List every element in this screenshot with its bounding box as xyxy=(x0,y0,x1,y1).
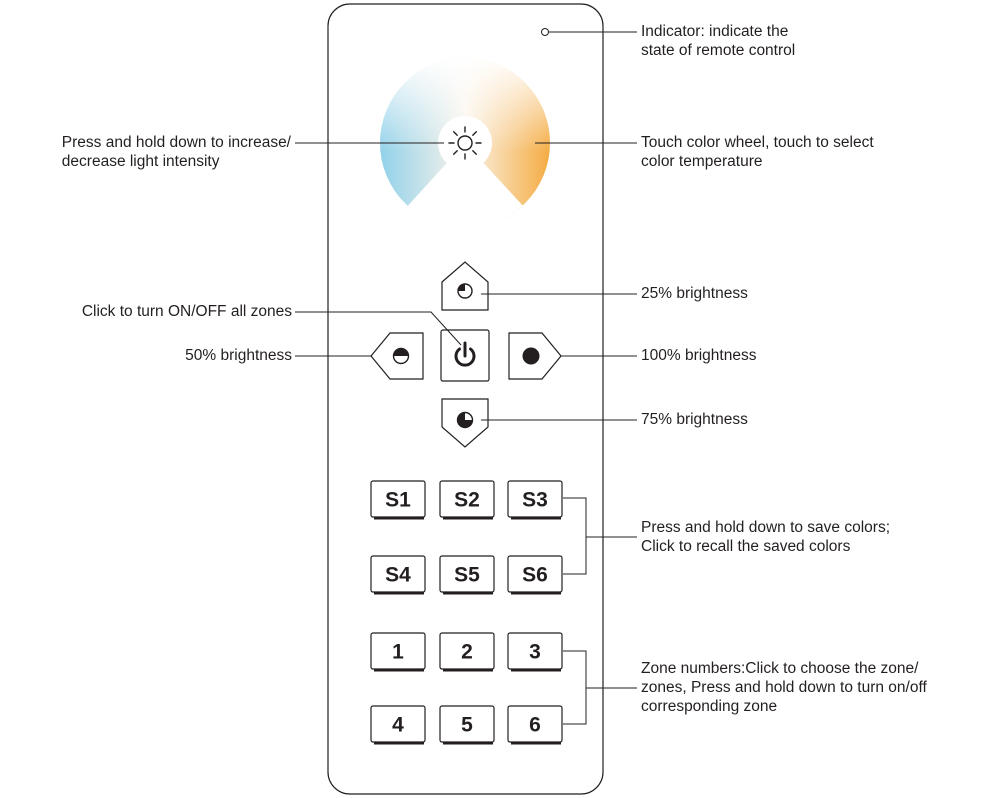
save-colors-annotation: Press and hold down to save colors; Clic… xyxy=(641,519,890,555)
power-icon xyxy=(454,341,476,367)
quarter-circle-icon xyxy=(457,283,473,299)
scene-key-label: S4 xyxy=(385,564,411,587)
scene-key-label: S3 xyxy=(522,489,548,512)
brightness-75-annotation: 75% brightness xyxy=(641,411,748,428)
zone-key-3[interactable]: 3 xyxy=(507,632,563,672)
scene-key-s1[interactable]: S1 xyxy=(370,480,426,520)
indicator-light xyxy=(541,28,549,36)
onoff-annotation: Click to turn ON/OFF all zones xyxy=(81,303,292,320)
scene-key-s3[interactable]: S3 xyxy=(507,480,563,520)
three-quarter-circle-icon xyxy=(456,411,474,429)
zone-keys: 1 2 3 4 5 6 xyxy=(370,632,563,745)
scene-key-s4[interactable]: S4 xyxy=(370,555,426,595)
zone-key-label: 6 xyxy=(529,714,541,737)
full-circle-icon xyxy=(522,347,540,365)
zone-key-1[interactable]: 1 xyxy=(370,632,426,672)
color-wheel-annotation: Touch color wheel, touch to select color… xyxy=(641,134,874,170)
zone-key-label: 2 xyxy=(461,641,473,664)
zone-key-label: 4 xyxy=(392,714,404,737)
scene-key-label: S6 xyxy=(522,564,548,587)
brightness-25-button[interactable] xyxy=(441,261,489,311)
zone-key-label: 5 xyxy=(461,714,473,737)
scene-key-s6[interactable]: S6 xyxy=(507,555,563,595)
brightness-100-annotation: 100% brightness xyxy=(641,347,757,364)
brightness-100-button[interactable] xyxy=(508,332,562,380)
leader-lines xyxy=(295,31,637,725)
brightness-75-button[interactable] xyxy=(441,398,489,448)
scene-key-label: S1 xyxy=(385,489,411,512)
zone-key-6[interactable]: 6 xyxy=(507,705,563,745)
zone-key-4[interactable]: 4 xyxy=(370,705,426,745)
brightness-50-annotation: 50% brightness xyxy=(185,347,292,364)
power-button[interactable] xyxy=(440,329,490,382)
sun-icon[interactable] xyxy=(438,116,492,170)
color-wheel[interactable] xyxy=(378,56,553,240)
indicator-annotation: Indicator: indicate the state of remote … xyxy=(641,23,796,59)
zone-key-label: 1 xyxy=(392,641,404,664)
zone-key-5[interactable]: 5 xyxy=(439,705,495,745)
scene-key-s2[interactable]: S2 xyxy=(439,480,495,520)
zone-key-2[interactable]: 2 xyxy=(439,632,495,672)
scene-key-s5[interactable]: S5 xyxy=(439,555,495,595)
scene-key-label: S2 xyxy=(454,489,480,512)
half-circle-icon xyxy=(392,347,410,365)
scene-key-label: S5 xyxy=(454,564,480,587)
zones-annotation: Zone numbers:Click to choose the zone/ z… xyxy=(641,660,927,715)
brightness-25-annotation: 25% brightness xyxy=(641,285,748,302)
brightness-50-button[interactable] xyxy=(370,332,424,380)
intensity-annotation: Press and hold down to increase/ decreas… xyxy=(61,134,291,170)
zone-key-label: 3 xyxy=(529,641,541,664)
